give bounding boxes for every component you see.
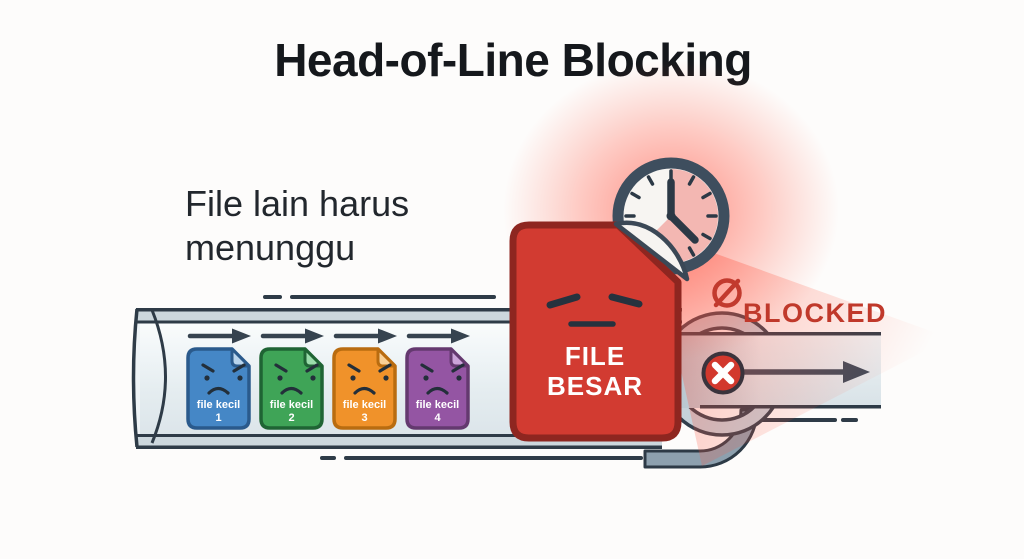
- small-file-number: 2: [288, 412, 294, 424]
- no-entry-icon: [712, 278, 742, 308]
- small-file-number: 1: [215, 412, 221, 424]
- file-fold-corner: [613, 220, 690, 282]
- file-fold-corner: [376, 347, 397, 368]
- clock-center: [666, 211, 676, 221]
- small-file-queue: file kecil 1 file kecil 2: [186, 347, 470, 430]
- small-file-label: file kecil: [416, 399, 459, 411]
- angry-face: [347, 363, 392, 395]
- right-arrow-icon: [260, 328, 324, 344]
- angry-face: [420, 363, 465, 395]
- file-icon: [509, 221, 682, 442]
- angry-face: [274, 363, 319, 395]
- small-file-label: file kecil: [270, 399, 313, 411]
- small-file-4: file kecil 4: [405, 347, 470, 430]
- pipe-top-wall: [136, 311, 682, 321]
- pipe-left-cap: [131, 308, 139, 448]
- queue-flow-arrows: [187, 328, 470, 344]
- pipe-bottom-wall: [136, 437, 662, 446]
- small-file-label: file kecil: [197, 399, 240, 411]
- big-file-label-1: FILE: [565, 341, 625, 371]
- speed-lines: [263, 295, 858, 460]
- small-file-label: file kecil: [343, 399, 386, 411]
- small-file-3: file kecil 3: [332, 347, 397, 430]
- file-fold-corner: [230, 347, 251, 368]
- blocked-beam: [650, 230, 950, 466]
- right-arrow-icon: [187, 328, 251, 344]
- angry-face: [201, 363, 246, 395]
- x-circle-icon: [701, 351, 745, 395]
- caption-line-2: menunggu: [185, 227, 355, 268]
- pipe-bottom-outline: [136, 445, 662, 449]
- small-file-2: file kecil 2: [259, 347, 324, 430]
- unamused-face: [546, 293, 643, 327]
- pipe-opening-lip: [150, 309, 167, 444]
- small-file-number: 4: [434, 412, 441, 424]
- big-file-label-2: BESAR: [547, 371, 643, 401]
- clock-hands: [667, 178, 699, 244]
- pipe-bottom-inner-outline: [136, 434, 662, 437]
- file-fold-corner: [303, 347, 324, 368]
- big-file: FILE BESAR: [509, 220, 690, 442]
- small-file-number: 3: [361, 412, 367, 424]
- right-arrow-icon: [406, 328, 470, 344]
- caption-line-1: File lain harus: [185, 183, 409, 224]
- pipe-top-outline: [136, 308, 682, 312]
- file-fold-corner: [449, 347, 470, 368]
- right-arrow-icon: [333, 328, 397, 344]
- small-file-1: file kecil 1: [186, 347, 251, 430]
- blocked-label: BLOCKED: [743, 298, 887, 328]
- pipe-top-inner-outline: [136, 320, 682, 324]
